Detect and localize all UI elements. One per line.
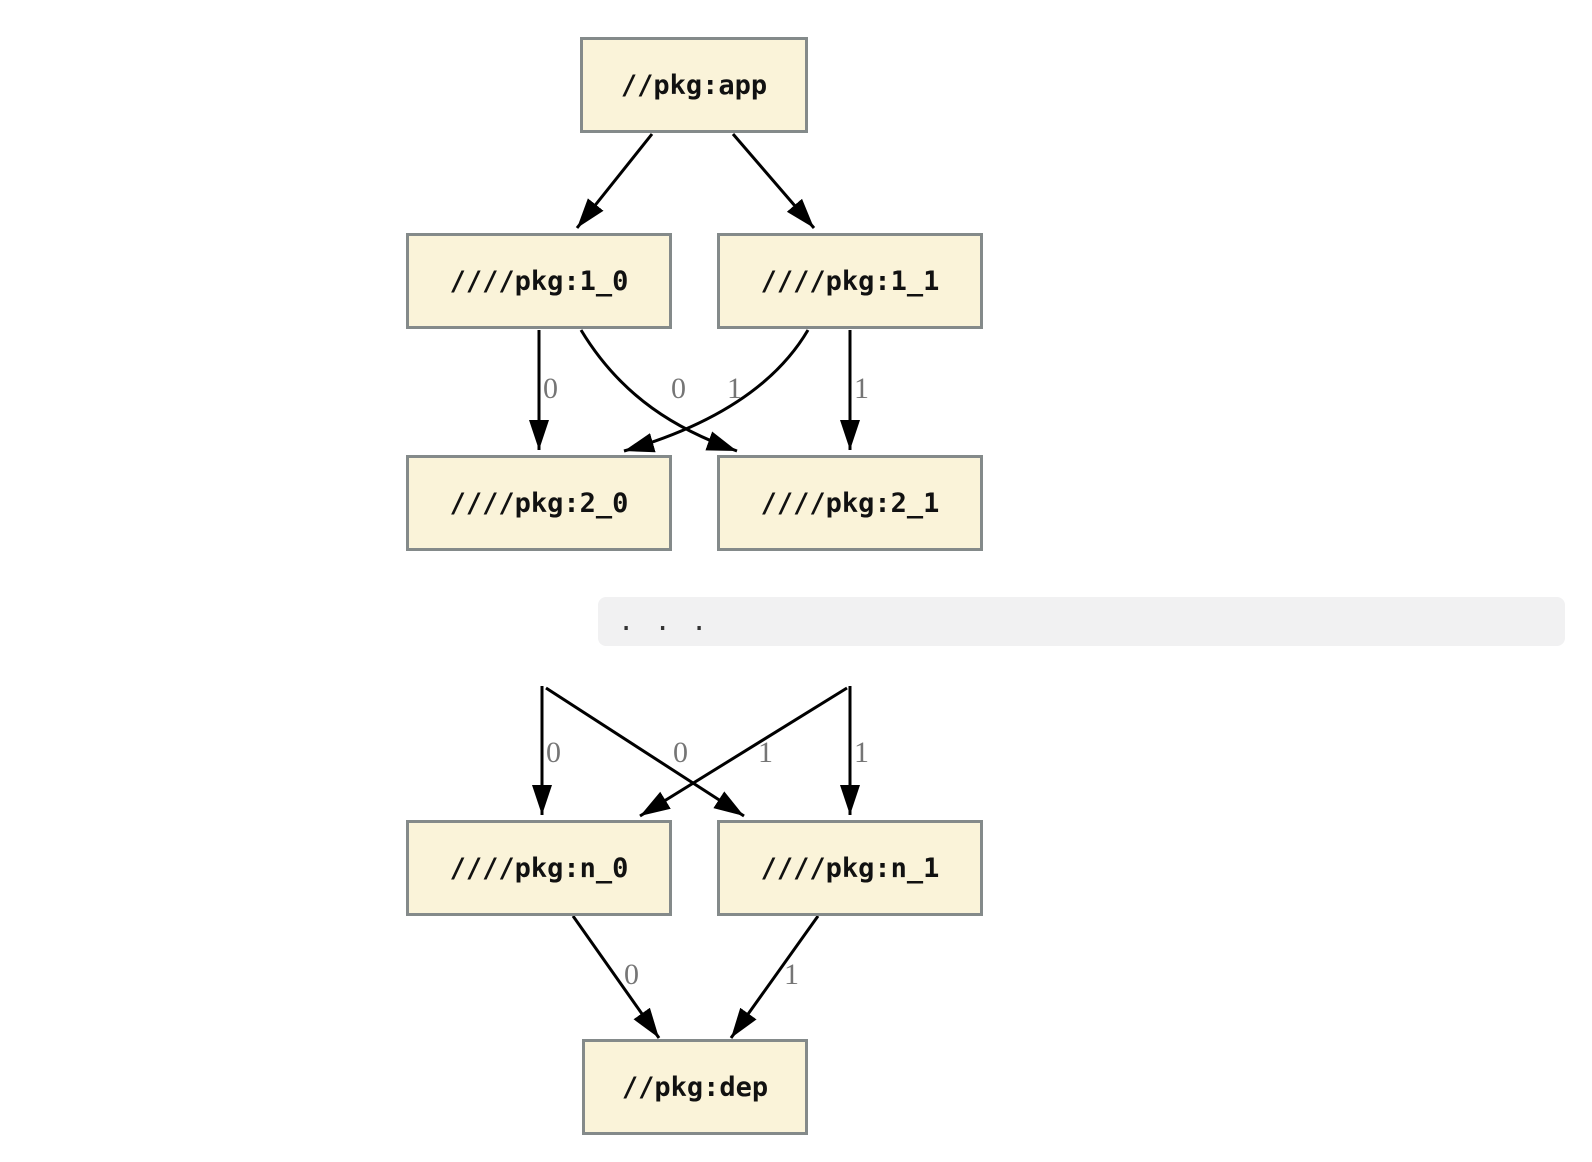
edge-hidden-to-n_0-diagonal: [639, 686, 848, 818]
node-pkg-2_1: ////pkg:2_1: [717, 455, 983, 551]
edge-label: 1: [758, 736, 773, 769]
edge-label: 0: [673, 736, 688, 769]
node-pkg-app: //pkg:app: [580, 37, 808, 133]
node-pkg-1_0: ////pkg:1_0: [406, 233, 672, 329]
node-pkg-2_0: ////pkg:2_0: [406, 455, 672, 551]
node-pkg-dep: //pkg:dep: [582, 1039, 808, 1135]
edge-label: 0: [624, 958, 639, 991]
edge-1_0-to-2_1: [579, 329, 738, 453]
node-pkg-n_1: ////pkg:n_1: [717, 820, 983, 916]
edge-label: 1: [854, 736, 869, 769]
edge-n_0-to-dep: [571, 915, 661, 1039]
edge-label: 0: [671, 372, 686, 405]
edge-label: 1: [727, 372, 742, 405]
edge-label: 0: [543, 372, 558, 405]
edge-app-to-1_0: [575, 133, 654, 229]
edge-n_1-to-dep: [729, 915, 820, 1039]
edge-app-to-1_1: [731, 133, 816, 229]
edge-label: 0: [546, 736, 561, 769]
node-pkg-1_1: ////pkg:1_1: [717, 233, 983, 329]
edge-label: 1: [854, 372, 869, 405]
ellipsis-code-block: . . .: [598, 597, 1565, 646]
node-pkg-n_0: ////pkg:n_0: [406, 820, 672, 916]
edge-label: 1: [784, 958, 799, 991]
edge-hidden-to-n_1-diagonal: [545, 686, 745, 818]
edge-1_1-to-2_0: [623, 329, 810, 453]
